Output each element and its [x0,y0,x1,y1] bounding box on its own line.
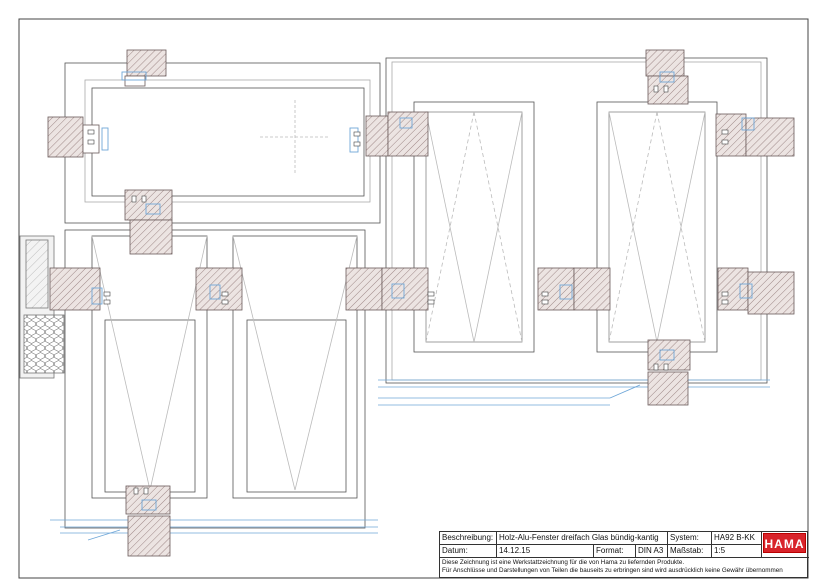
sheet-border [18,18,809,579]
glazing-details [87,71,755,541]
title-block: Beschreibung: Holz-Alu-Fenster dreifach … [439,531,809,578]
description-value: Holz-Alu-Fenster dreifach Glas bündig-ka… [497,532,668,544]
system-value: HA92 B-KK [712,532,762,544]
scale-label: Maßstab: [668,545,712,557]
date-value: 14.12.15 [497,545,594,557]
date-label: Datum: [440,545,497,557]
profile-sections [47,49,795,557]
description-label: Beschreibung: [440,532,497,544]
format-value: DIN A3 [636,545,668,557]
hama-logo: HAMA [763,533,806,553]
disclaimer-line-1: Diese Zeichnung ist eine Werkstattzeichn… [442,559,685,566]
system-label: System: [668,532,712,544]
format-label: Format: [594,545,636,557]
hardware-marks [87,85,729,495]
masonry-wall [19,235,65,379]
scale-value: 1:5 [712,545,762,557]
disclaimer-line-2: Für Anschlüsse und Darstellungen von Tei… [442,567,783,574]
fixed-light-top-left [64,62,381,224]
window-right [378,57,770,406]
